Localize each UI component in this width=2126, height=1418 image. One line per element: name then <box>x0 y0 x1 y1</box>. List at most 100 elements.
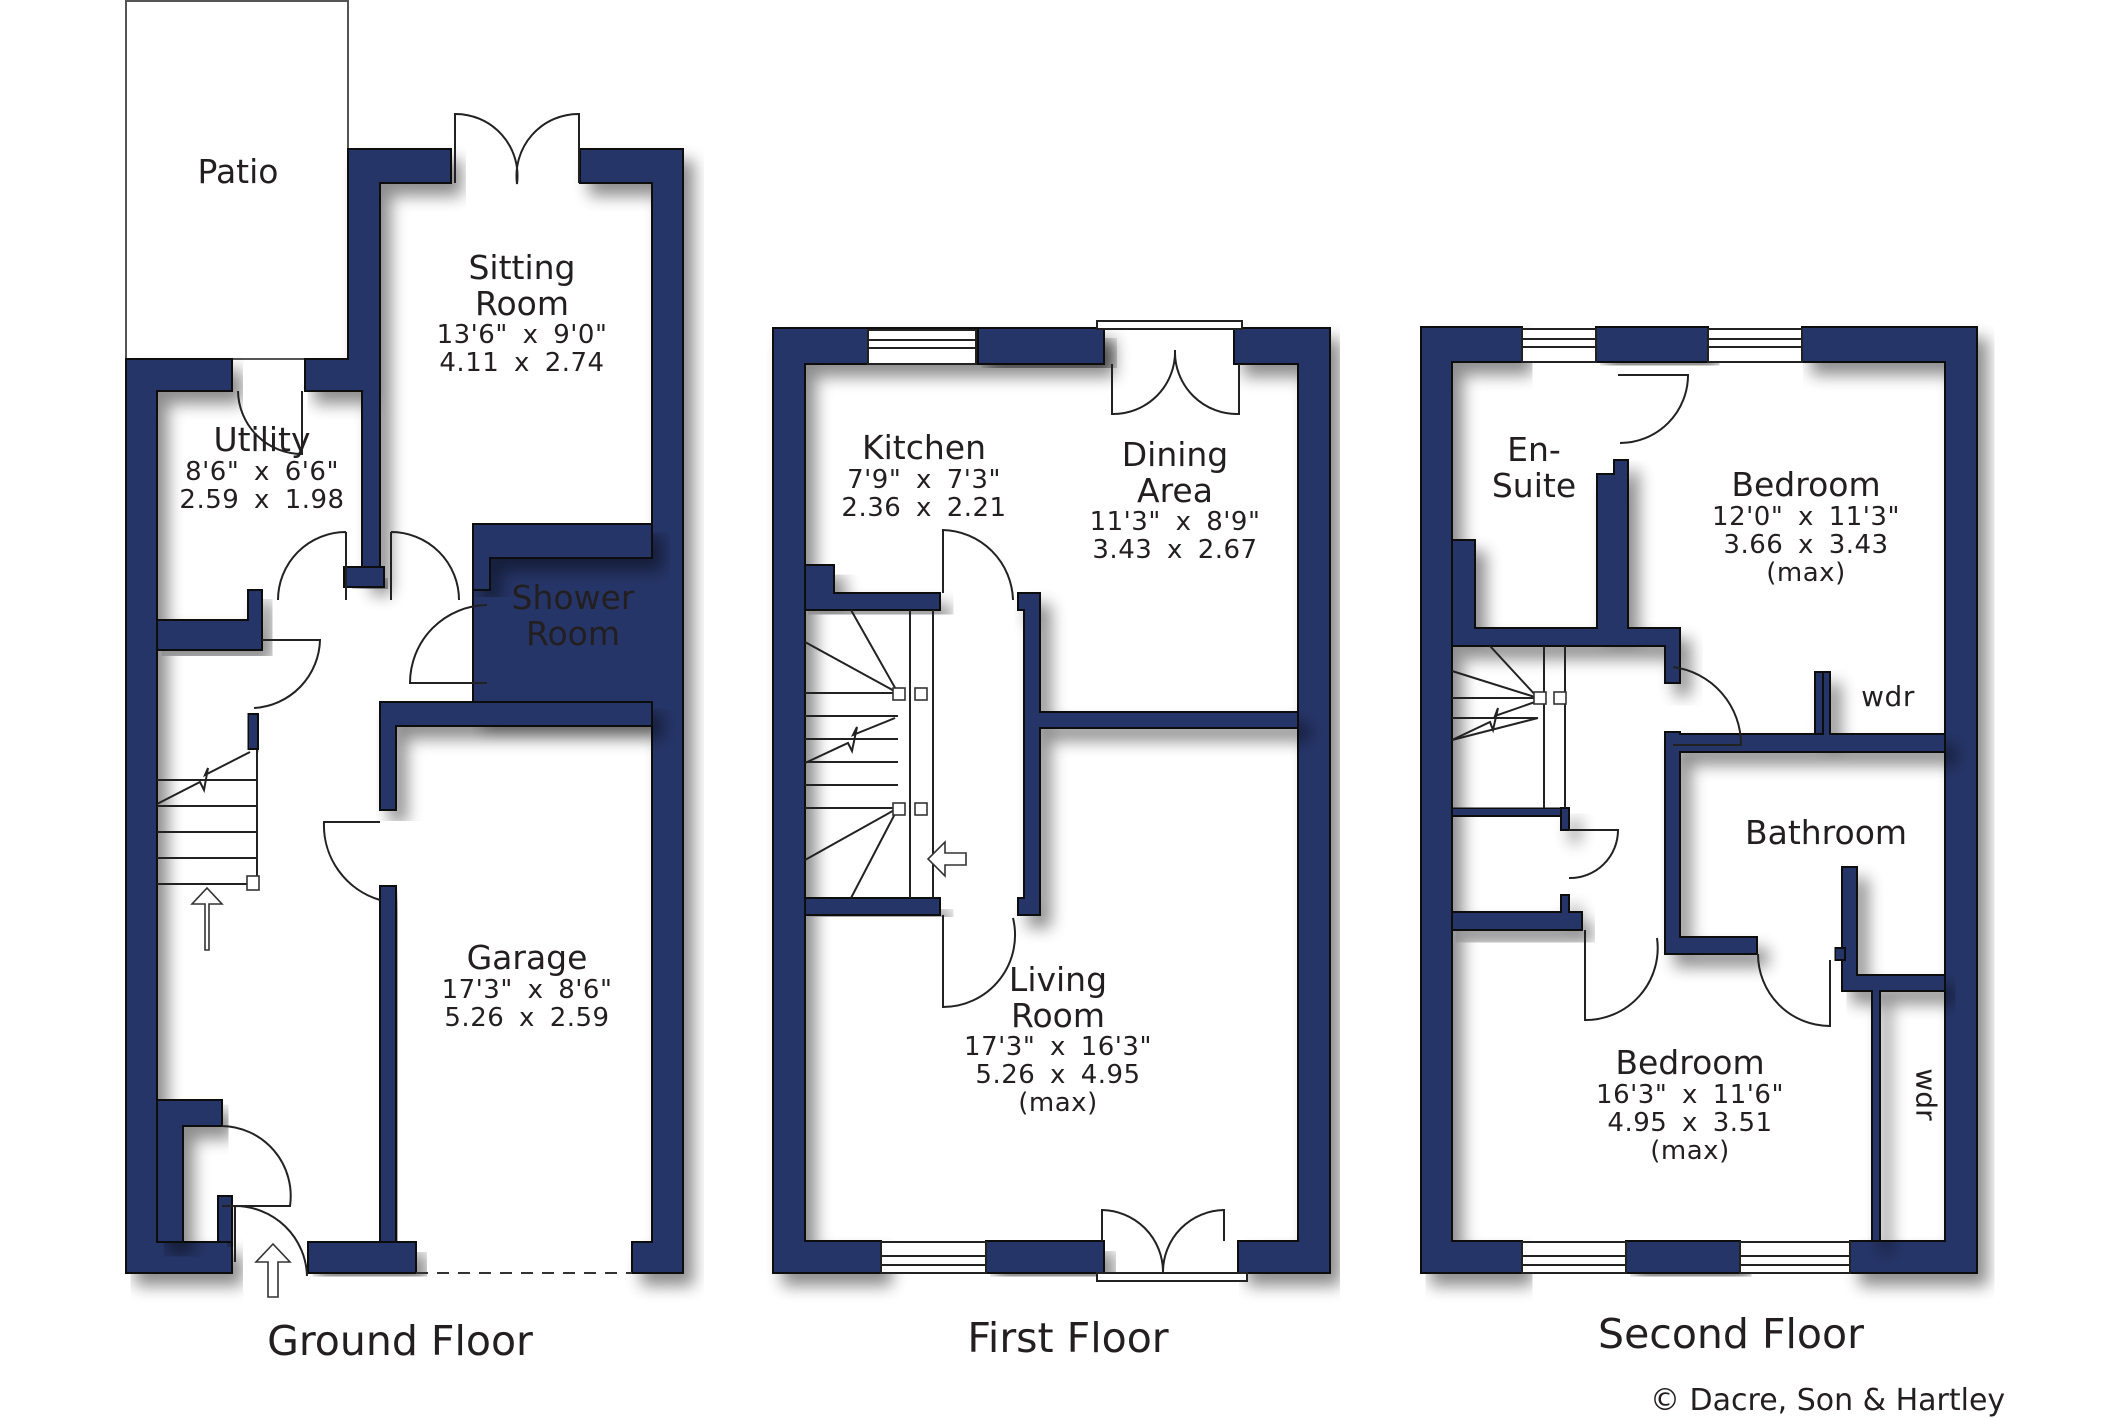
room-dim-metric: 5.26 x 4.95 <box>975 1060 1141 1091</box>
first-outer-wall-right <box>1233 327 1331 1274</box>
bathroom-door <box>1757 953 1831 1028</box>
room-dim-imperial: 12'0" x 11'3" <box>1712 501 1900 532</box>
porch-door <box>221 1125 292 1207</box>
ground-hall-pier <box>343 566 385 588</box>
second-floor-plan <box>1420 326 1978 1274</box>
room-name: Bathroom <box>1744 813 1908 852</box>
bedroom-two-door <box>1584 930 1659 1022</box>
room-name-line1: Shower <box>511 578 635 617</box>
second-window-top-right <box>1707 328 1803 363</box>
room-dim-metric: 2.59 x 1.98 <box>179 484 345 515</box>
ground-porch-wall <box>156 1099 223 1243</box>
dining-french-door <box>1111 349 1240 416</box>
dining-french-door-sill <box>1096 320 1243 330</box>
floor-title-ground: Ground Floor <box>267 1317 533 1365</box>
room-label-bedroom-1: Bedroom 12'0" x 11'3" 3.66 x 3.43 (max) <box>1712 467 1900 587</box>
room-dim-note: (max) <box>1650 1135 1730 1166</box>
room-name-line1: Sitting <box>468 248 576 287</box>
first-kitchen-stair-wall <box>804 564 941 611</box>
room-name: Utility <box>213 420 311 459</box>
room-label-wardrobe-2: wdr <box>1909 1068 1943 1121</box>
first-window-top <box>867 329 977 365</box>
second-window-bottom-left <box>1521 1241 1627 1274</box>
utility-inner-door <box>277 531 347 601</box>
second-bottom-wall-mid <box>1625 1240 1741 1274</box>
garage-inner-door <box>322 821 381 901</box>
room-label-bathroom: Bathroom <box>1745 815 1907 851</box>
front-door <box>234 1205 308 1277</box>
room-name: Patio <box>197 152 279 191</box>
front-entry-arrow <box>254 1242 292 1298</box>
hall-door <box>253 639 322 709</box>
kitchen-door <box>942 528 1014 601</box>
first-hall-right-wall <box>1017 592 1299 916</box>
ground-porch-pier <box>217 1195 233 1243</box>
second-top-wall-mid <box>1595 326 1709 363</box>
second-ensuite-wall <box>1451 459 1681 684</box>
room-name: Bedroom <box>1731 465 1881 504</box>
room-label-shower-room: Shower Room <box>512 580 635 651</box>
room-dim-imperial: 16'3" x 11'6" <box>1596 1079 1784 1110</box>
room-dim-imperial: 7'9" x 7'3" <box>847 464 1001 495</box>
room-label-kitchen: Kitchen 7'9" x 7'3" 2.36 x 2.21 <box>841 430 1006 522</box>
room-dim-metric: 4.11 x 2.74 <box>439 348 605 379</box>
second-bath-wall <box>1664 671 1946 955</box>
room-dim-metric: 5.26 x 2.59 <box>444 1002 610 1033</box>
room-name: Bedroom <box>1615 1043 1765 1082</box>
ground-bottom-wall <box>307 1241 417 1274</box>
room-dim-note: (max) <box>1766 557 1846 588</box>
ground-floor-plan <box>125 0 684 1298</box>
patio-outline <box>125 0 349 360</box>
room-label-en-suite: En- Suite <box>1492 432 1576 503</box>
ensuite-door <box>1618 374 1690 444</box>
room-dim-metric: 4.95 x 3.51 <box>1607 1107 1773 1138</box>
room-dim-imperial: 8'6" x 6'6" <box>185 456 339 487</box>
floor-title-second: Second Floor <box>1598 1310 1864 1358</box>
second-bath-door-pier <box>1834 947 1846 961</box>
ground-shower-wall <box>472 523 653 591</box>
room-label-garage: Garage 17'3" x 8'6" 5.26 x 2.59 <box>442 940 613 1032</box>
second-wdr-divider <box>1814 671 1824 735</box>
room-name-line2: Area <box>1137 470 1213 510</box>
room-label-living-room: Living Room 17'3" x 16'3" 5.26 x 4.95 (m… <box>964 960 1152 1119</box>
room-dim-imperial: 13'6" x 9'0" <box>436 320 608 351</box>
room-name-line2: Room <box>475 283 569 323</box>
ground-garage-left-wall <box>379 885 397 1243</box>
cupboard-door <box>1568 829 1620 880</box>
second-cupboard-wall <box>1451 807 1583 931</box>
ground-garage-top-wall <box>379 701 653 811</box>
shower-door <box>408 604 488 684</box>
second-staircase <box>1451 645 1567 808</box>
room-name: Garage <box>466 938 588 977</box>
sitting-french-door <box>454 112 580 185</box>
room-label-sitting-room: Sitting Room 13'6" x 9'0" 4.11 x 2.74 <box>436 248 608 379</box>
first-stair-bottom-wall <box>804 897 941 916</box>
floor-title-first: First Floor <box>967 1314 1169 1362</box>
first-floor-plan <box>772 320 1331 1282</box>
sitting-inner-door <box>390 531 460 601</box>
room-name-line2: Room <box>1011 995 1105 1035</box>
room-dim-imperial: 17'3" x 16'3" <box>964 1032 1152 1063</box>
living-french-door <box>1101 1208 1225 1273</box>
ground-utility-bottom-wall <box>156 589 263 651</box>
first-bottom-wall-mid <box>985 1240 1105 1274</box>
room-name-line1: Dining <box>1121 435 1229 474</box>
room-dim-imperial: 11'3" x 8'9" <box>1089 507 1261 538</box>
room-name-line1: En- <box>1507 430 1561 469</box>
room-label-bedroom-2: Bedroom 16'3" x 11'6" 4.95 x 3.51 (max) <box>1596 1045 1784 1165</box>
ground-stair-up-arrow <box>190 886 224 951</box>
room-dim-metric: 3.43 x 2.67 <box>1092 535 1258 566</box>
ground-stair-stub <box>247 713 259 750</box>
utility-door <box>237 390 303 456</box>
copyright-notice: © Dacre, Son & Hartley <box>1650 1383 2006 1418</box>
room-label-patio: Patio <box>198 154 279 190</box>
room-name: wdr <box>1861 680 1915 713</box>
first-top-wall-mid <box>977 327 1105 365</box>
room-name-line1: Living <box>1008 960 1108 999</box>
room-name-line2: Room <box>526 613 620 653</box>
first-stair-arrow <box>926 840 967 878</box>
room-label-utility: Utility 8'6" x 6'6" 2.59 x 1.98 <box>179 422 344 514</box>
room-dim-note: (max) <box>1018 1088 1098 1119</box>
second-stair-divider <box>1451 807 1570 817</box>
